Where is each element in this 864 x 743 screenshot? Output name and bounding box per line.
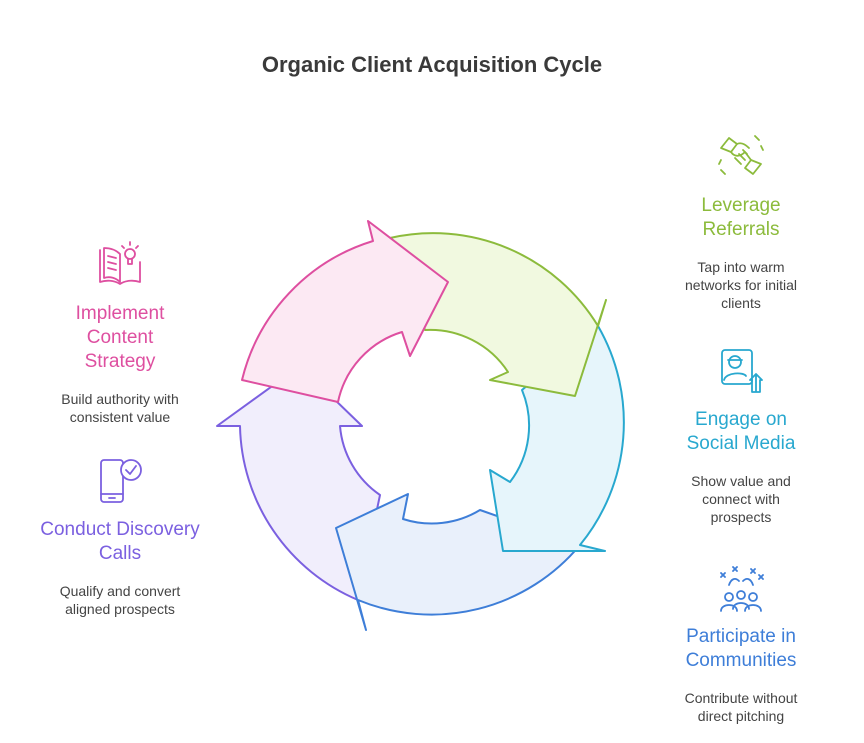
cycle-arrow-referrals xyxy=(389,232,607,397)
people-celebrate-icon xyxy=(720,566,764,612)
step-content: Implement Content Strategy Build authori… xyxy=(40,240,200,426)
step-heading: Implement Content Strategy xyxy=(75,303,165,372)
step-communities: Participate in Communities Contribute wi… xyxy=(661,563,821,725)
diagram-title: Organic Client Acquisition Cycle xyxy=(261,52,603,77)
book-lightbulb-icon xyxy=(99,241,141,285)
user-upload-icon xyxy=(721,349,763,393)
step-heading: Participate in Communities xyxy=(685,626,797,671)
step-social: Engage on Social Media Show value and co… xyxy=(661,346,821,526)
step-referrals: Leverage Referrals Tap into warm network… xyxy=(661,130,821,312)
step-description: Qualify and convert aligned prospects xyxy=(59,583,181,617)
step-description: Show value and connect with prospects xyxy=(691,473,791,525)
step-discovery: Conduct Discovery Calls Qualify and conv… xyxy=(40,456,200,618)
step-description: Contribute without direct pitching xyxy=(684,690,798,724)
step-heading: Engage on Social Media xyxy=(686,409,796,454)
step-description: Tap into warm networks for initial clien… xyxy=(684,259,798,311)
handshake-icon xyxy=(718,135,764,175)
cycle-arrow-content xyxy=(241,220,449,403)
cycle-arrow-social xyxy=(489,325,625,552)
step-description: Build authority with consistent value xyxy=(61,391,179,425)
step-heading: Leverage Referrals xyxy=(701,195,781,240)
phone-check-icon xyxy=(100,459,142,503)
step-heading: Conduct Discovery Calls xyxy=(40,519,200,564)
